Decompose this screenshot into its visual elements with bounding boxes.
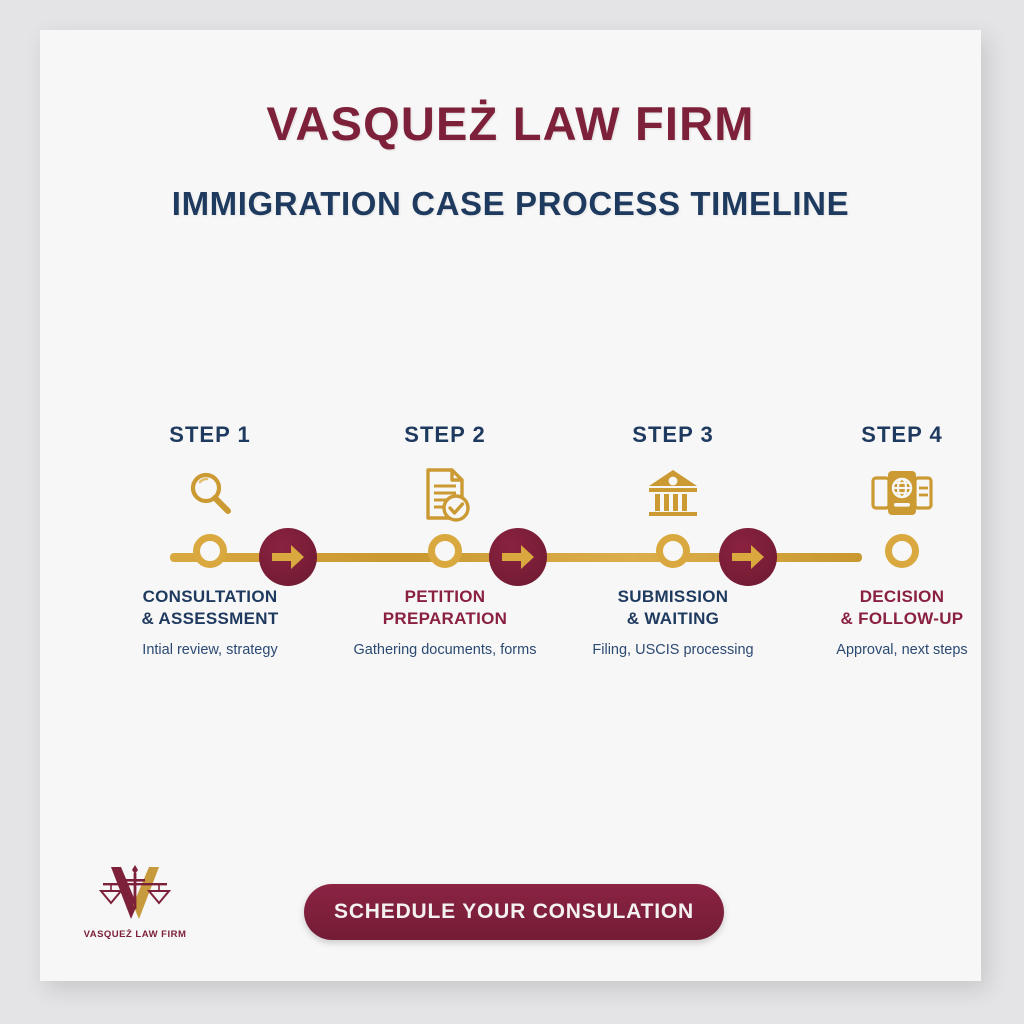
timeline-node [92,528,328,574]
timeline-connector-3 [719,528,777,586]
timeline-step-3[interactable]: STEP 3 SUBMISSION & WAITING Filing, U [555,422,791,660]
timeline-step-4[interactable]: STEP 4 DECISION & [784,422,1020,660]
step-title: PETITION PREPARATION [327,586,563,631]
magnifying-glass-icon [92,460,328,528]
poster-card: VASQUEŻ LAW FIRM IMMIGRATION CASE PROCES… [40,30,981,981]
timeline-step-2[interactable]: STEP 2 PETITION PREPARATION Gathering [327,422,563,660]
step-title-line1: SUBMISSION [617,587,729,606]
arrow-right-icon [502,545,534,569]
step-number-label: STEP 3 [632,422,714,447]
step-title-line2: & ASSESSMENT [141,609,279,629]
timeline-node [784,528,1020,574]
step-title-line1: CONSULTATION [142,587,278,606]
logo-text: VASQUEŻ LAW FIRM [83,929,187,940]
timeline-node [555,528,791,574]
step-title-line2: & WAITING [626,609,720,629]
schedule-consultation-button[interactable]: SCHEDULE YOUR CONSULATION [304,884,724,940]
step-description: Approval, next steps [836,641,968,658]
poster-subtitle: IMMIGRATION CASE PROCESS TIMELINE [171,184,850,222]
step-title-line2: PREPARATION [382,609,508,629]
arrow-right-icon [732,545,764,569]
step-number-label: STEP 2 [404,422,486,447]
scales-of-justice-v-logo [60,859,210,925]
timeline-step-1[interactable]: STEP 1 CONSULTATION & ASSESSMENT Intial … [92,422,328,660]
government-building-icon [555,460,791,528]
step-number-label: STEP 4 [861,422,943,447]
firm-title: VASQUEŻ LAW FIRM [266,97,755,150]
step-description: Intial review, strategy [142,641,278,658]
passport-globe-icon [784,460,1020,528]
arrow-right-icon [272,545,304,569]
step-title: DECISION & FOLLOW-UP [784,586,1020,631]
step-title-line1: PETITION [404,587,486,606]
step-title-line1: DECISION [859,587,945,606]
timeline-connector-2 [489,528,547,586]
step-description: Gathering documents, forms [353,641,537,658]
firm-logo: VASQUEŻ LAW FIRM [60,859,210,940]
poster-footer: VASQUEŻ LAW FIRM SCHEDULE YOUR CONSULATI… [40,831,981,981]
step-title: SUBMISSION & WAITING [555,586,791,631]
step-description: Filing, USCIS processing [592,641,754,658]
timeline-node [327,528,563,574]
timeline-connector-1 [259,528,317,586]
step-number-label: STEP 1 [169,422,251,447]
step-title: CONSULTATION & ASSESSMENT [92,586,328,631]
document-check-icon [327,460,563,528]
step-title-line2: & FOLLOW-UP [840,609,964,629]
poster-header: VASQUEŻ LAW FIRM IMMIGRATION CASE PROCES… [40,98,981,222]
timeline: STEP 1 CONSULTATION & ASSESSMENT Intial … [40,422,981,672]
